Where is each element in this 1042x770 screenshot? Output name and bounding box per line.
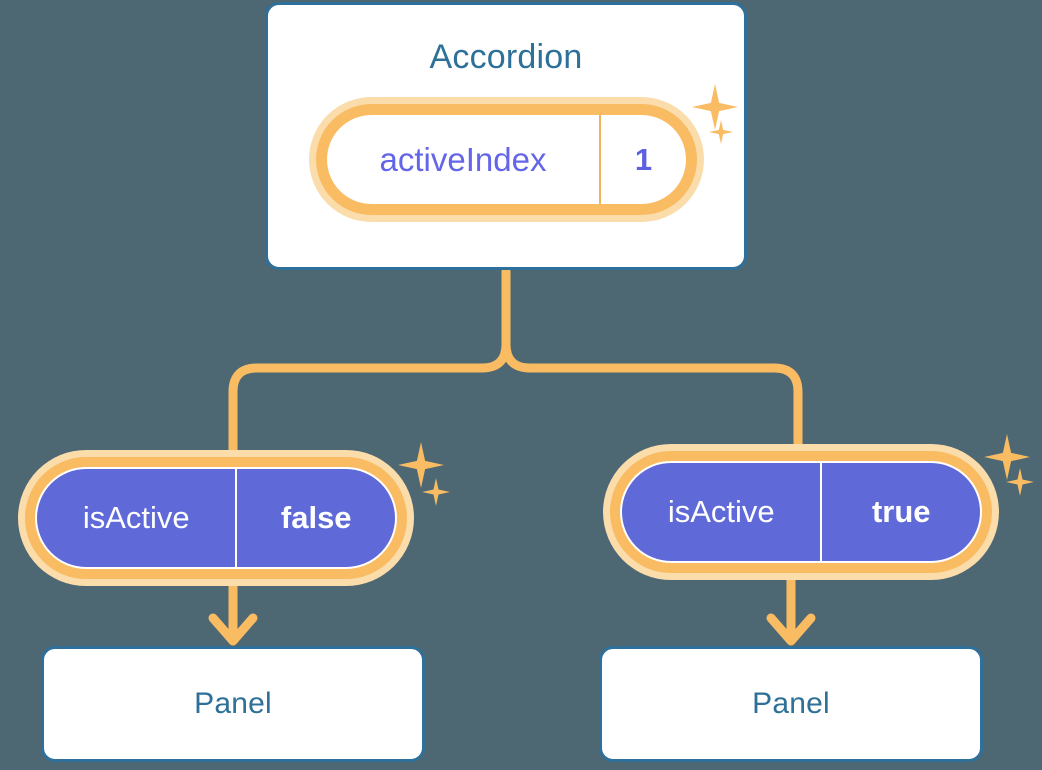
sparkle-icon — [1006, 468, 1034, 496]
state-badge-is-active-true[interactable]: isActive true — [603, 444, 999, 580]
state-badge-is-active-false[interactable]: isActive false — [18, 450, 414, 586]
panel-title: Panel — [752, 687, 830, 720]
arrow-left-head-icon — [208, 613, 258, 646]
state-key-label: isActive — [37, 469, 238, 567]
branch-left-connector — [228, 267, 511, 455]
sparkle-icon — [398, 442, 444, 488]
state-badge-active-index[interactable]: activeIndex 1 — [309, 97, 704, 222]
badge-body: activeIndex 1 — [327, 115, 686, 204]
arrow-right-head-icon — [766, 613, 816, 646]
state-key-label: isActive — [622, 463, 823, 561]
state-key-label: activeIndex — [327, 115, 601, 204]
sparkle-icon — [984, 434, 1030, 480]
panel-component-card-left[interactable]: Panel — [41, 646, 425, 762]
panel-title: Panel — [194, 687, 272, 720]
badge-body: isActive false — [35, 467, 397, 569]
badge-body: isActive true — [620, 461, 982, 563]
panel-component-card-right[interactable]: Panel — [599, 646, 983, 762]
state-value-label: 1 — [634, 141, 653, 177]
state-value-label: true — [871, 494, 931, 529]
branch-right-connector — [501, 267, 803, 449]
accordion-title: Accordion — [429, 38, 583, 76]
sparkle-icon — [422, 478, 450, 506]
state-value-label: false — [280, 500, 352, 535]
